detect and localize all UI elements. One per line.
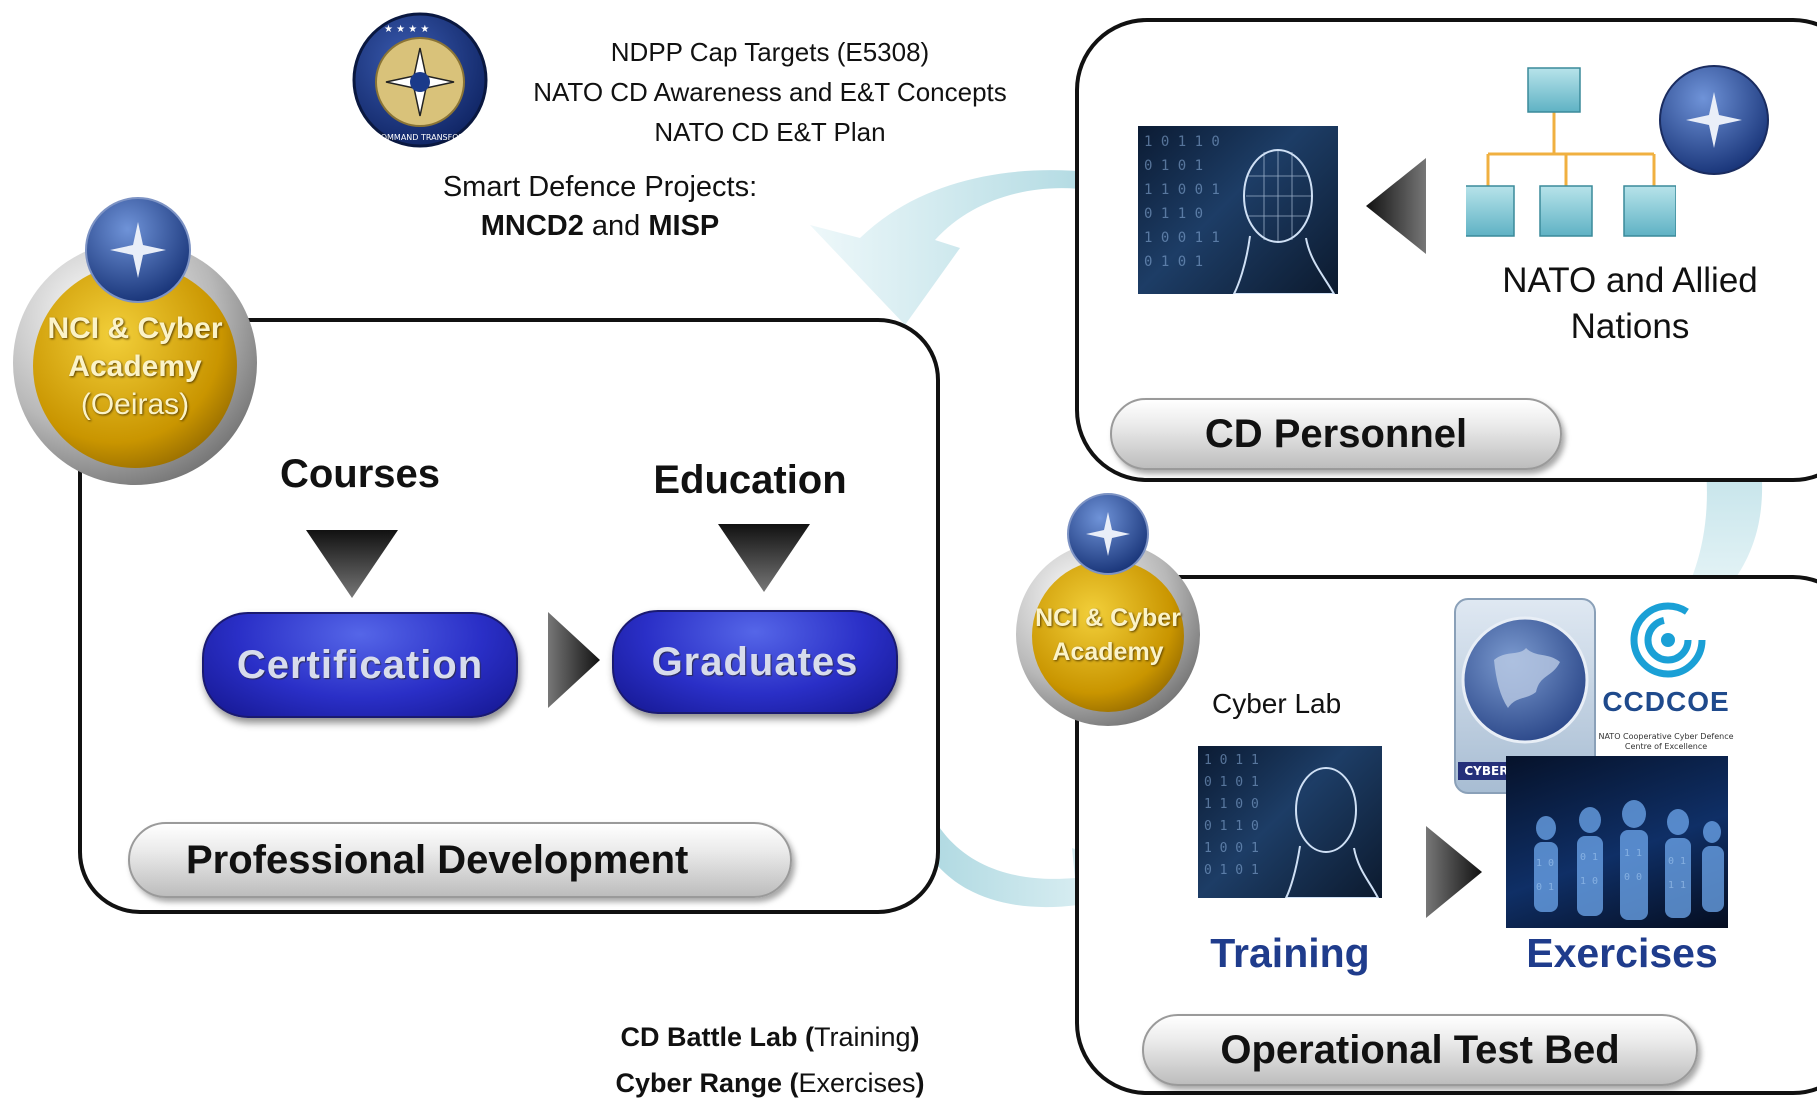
academy-small-line1: NCI & Cyber (1035, 604, 1181, 632)
ccdcoe-title: CCDCOE (1602, 686, 1730, 717)
ccdcoe-subtitle: NATO Cooperative Cyber Defence Centre of… (1590, 732, 1742, 752)
cyber-crowd-photo: 1 0 0 1 1 1 0 1 0 1 1 0 0 0 1 1 (1506, 756, 1728, 928)
svg-text:1 0: 1 0 (1536, 858, 1554, 869)
academy-large-line2: Academy (68, 350, 202, 383)
svg-text:1 0 1 1 0: 1 0 1 1 0 (1144, 134, 1220, 150)
cyber-range-text: Exercises (798, 1068, 916, 1098)
courses-heading: Courses (279, 452, 441, 496)
nato-globe-icon (1659, 65, 1769, 175)
svg-text:0 1 0 1: 0 1 0 1 (1144, 254, 1203, 270)
academy-small-line2: Academy (1052, 638, 1164, 666)
footer-notes: CD Battle Lab (Training) Cyber Range (Ex… (520, 1014, 1020, 1106)
footer-battle-lab: CD Battle Lab (Training) (520, 1014, 1020, 1060)
svg-text:0 1 0 1: 0 1 0 1 (1204, 863, 1259, 878)
battle-lab-text: Training (813, 1022, 911, 1052)
cyber-range-close: ) (915, 1068, 925, 1098)
project-mncd2: MNCD2 (480, 210, 584, 242)
academy-badge-small: NCI & Cyber Academy (1004, 488, 1204, 728)
svg-text:1 1: 1 1 (1624, 848, 1642, 859)
note-plan: NATO CD E&T Plan (654, 117, 886, 147)
smart-defence-projects: MNCD2 and MISP (400, 207, 800, 246)
svg-text:1 1: 1 1 (1668, 880, 1686, 891)
svg-text:1 0 0 1: 1 0 0 1 (1204, 841, 1259, 856)
smart-defence-title: Smart Defence Projects: (442, 171, 758, 203)
project-and: and (583, 210, 649, 242)
svg-text:0 1 0 1: 0 1 0 1 (1144, 158, 1203, 174)
cyber-range-bold: Cyber Range ( (615, 1068, 799, 1098)
svg-text:1 1 0 0: 1 1 0 0 (1204, 797, 1259, 812)
academy-badge-large: NCI & Cyber Academy (Oeiras) (0, 188, 270, 488)
cyber-human-photo-lab: 1 0 1 1 0 1 0 1 1 1 0 0 0 1 1 0 1 0 0 1 0 1 … (1198, 746, 1382, 898)
down-arrow-education (718, 524, 810, 592)
arrow-to-professional-development (810, 170, 1130, 325)
svg-text:0 1: 0 1 (1580, 852, 1598, 863)
note-awareness: NATO CD Awareness and E&T Concepts (533, 77, 1007, 107)
academy-large-line1: NCI & Cyber (47, 312, 223, 345)
cd-personnel-title: CD Personnel (1110, 398, 1562, 470)
cyber-human-photo-top: 1 0 1 1 0 0 1 0 1 1 1 0 0 1 0 1 1 0 1 0 0 1… (1138, 126, 1338, 294)
ccdcoe-emblem-icon (1630, 602, 1706, 678)
battle-lab-bold: CD Battle Lab ( (620, 1022, 814, 1052)
svg-text:0 1: 0 1 (1668, 856, 1686, 867)
certification-button[interactable]: Certification (202, 612, 518, 718)
right-arrow-training (1426, 826, 1482, 918)
svg-text:0 1 0 1: 0 1 0 1 (1204, 775, 1259, 790)
down-arrow-courses (306, 530, 398, 598)
exercises-label: Exercises (1526, 930, 1718, 976)
professional-development-title: Professional Development (128, 822, 792, 898)
nations-line2: Nations (1570, 307, 1690, 346)
svg-text:1 0: 1 0 (1580, 876, 1598, 887)
svg-text:1 0 0 1 1: 1 0 0 1 1 (1144, 230, 1220, 246)
ccdcoe-subtitle-line2: Centre of Excellence (1624, 742, 1708, 751)
cyber-lab-label: Cyber Lab (1212, 688, 1342, 719)
header-notes: NDPP Cap Targets (E5308) NATO CD Awarene… (480, 32, 1060, 152)
academy-large-line3: (Oeiras) (80, 388, 190, 421)
education-heading: Education (653, 458, 847, 502)
svg-text:★ ★ ★ ★: ★ ★ ★ ★ (384, 24, 429, 35)
svg-text:0 1 1 0: 0 1 1 0 (1144, 206, 1203, 222)
nations-line1: NATO and Allied (1502, 261, 1758, 300)
right-arrow-certification (548, 612, 600, 708)
svg-text:1 0 1 1: 1 0 1 1 (1204, 753, 1259, 768)
note-ndpp: NDPP Cap Targets (E5308) (610, 37, 930, 67)
svg-text:0 0: 0 0 (1624, 872, 1642, 883)
act-logo: ★ ★ ★ ★ ALLIED COMMAND TRANSFORMATION (345, 10, 495, 150)
svg-text:0 1 1 0: 0 1 1 0 (1204, 819, 1259, 834)
smart-defence-note: Smart Defence Projects: MNCD2 and MISP (400, 168, 800, 246)
battle-lab-close: ) (910, 1022, 920, 1052)
ccdcoe-subtitle-line1: NATO Cooperative Cyber Defence (1598, 732, 1734, 741)
graduates-button[interactable]: Graduates (612, 610, 898, 714)
nations-label: NATO and Allied Nations (1470, 258, 1790, 350)
project-misp: MISP (648, 210, 720, 242)
footer-cyber-range: Cyber Range (Exercises) (520, 1060, 1020, 1106)
svg-text:1 1 0 0 1: 1 1 0 0 1 (1144, 182, 1220, 198)
svg-text:0 1: 0 1 (1536, 882, 1554, 893)
left-arrow-nations (1366, 158, 1426, 254)
org-chart-icon (1466, 67, 1676, 237)
operational-test-bed-title: Operational Test Bed (1142, 1014, 1698, 1086)
training-label: Training (1210, 930, 1370, 976)
act-ring-text: ALLIED COMMAND TRANSFORMATION (350, 133, 490, 142)
